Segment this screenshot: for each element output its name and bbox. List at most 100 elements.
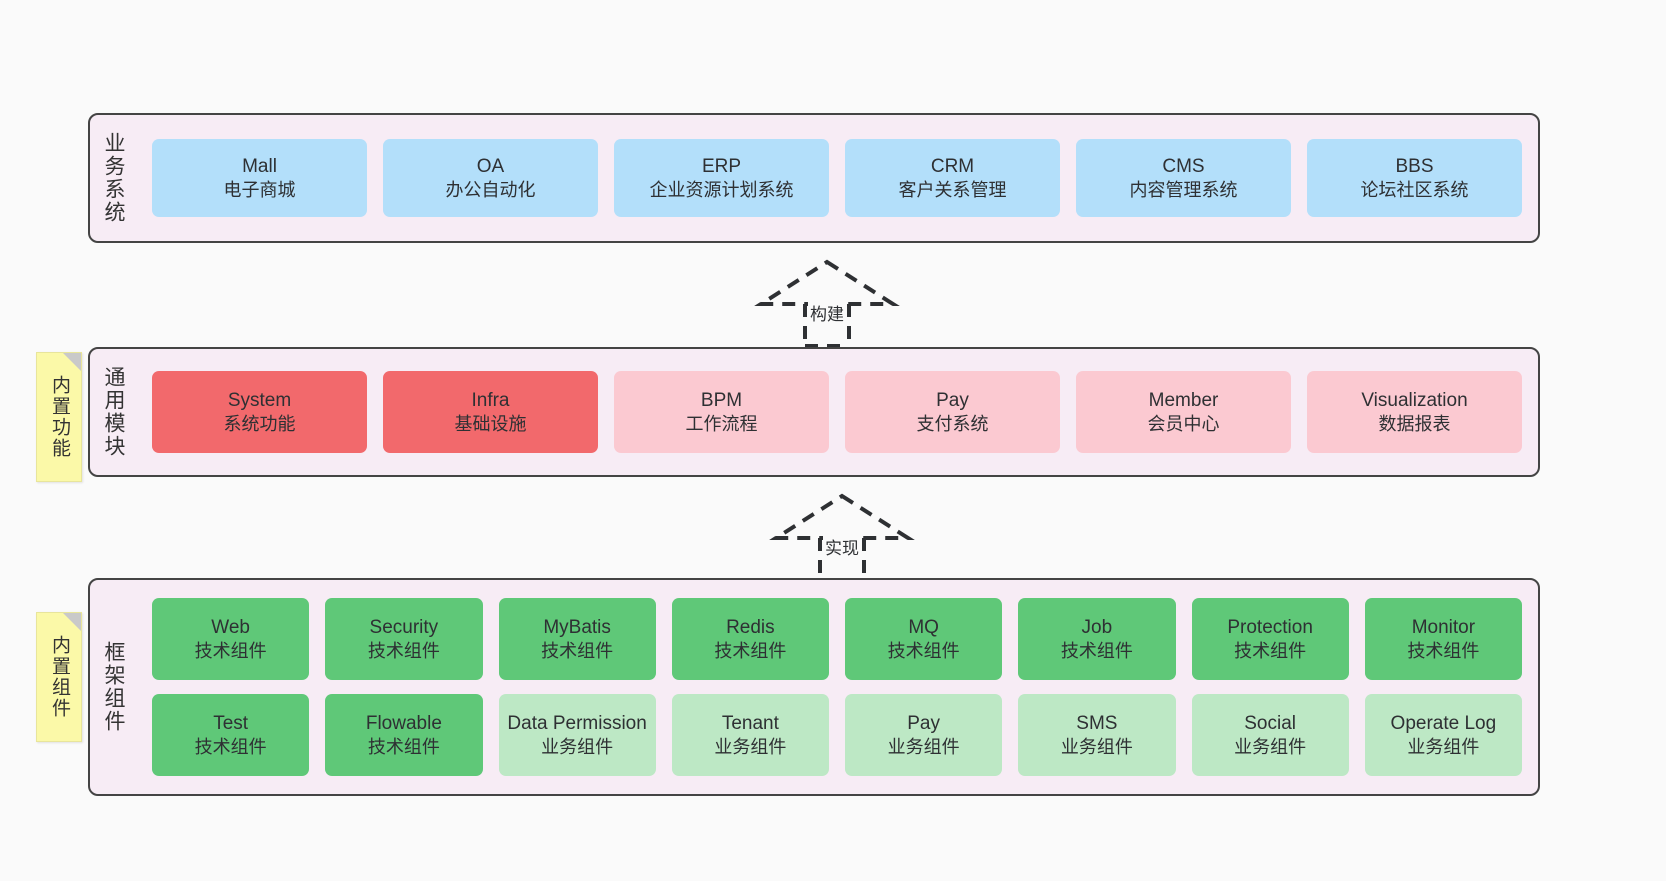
- node-title-en: Pay: [907, 712, 940, 734]
- node-title-cn: 技术组件: [887, 640, 960, 661]
- layer-title-business-system: 业务系统: [102, 132, 126, 224]
- node-protection[interactable]: Protection 技术组件: [1191, 598, 1349, 680]
- node-pay-component[interactable]: Pay 业务组件: [845, 694, 1003, 776]
- layer-body-common-module: System 系统功能 Infra 基础设施 BPM 工作流程 Pay 支付系统…: [136, 349, 1538, 475]
- node-title-en: Pay: [936, 389, 969, 411]
- node-title-cn: 业务组件: [1407, 736, 1480, 757]
- node-title-en: Flowable: [365, 712, 442, 734]
- node-title-cn: 工作流程: [685, 413, 758, 434]
- node-data-permission[interactable]: Data Permission 业务组件: [498, 694, 656, 776]
- node-title-cn: 支付系统: [916, 413, 989, 434]
- node-title-cn: 技术组件: [194, 736, 267, 757]
- node-title-en: System: [227, 389, 292, 411]
- node-title-en: Social: [1244, 712, 1296, 734]
- node-title-en: Protection: [1227, 616, 1313, 638]
- node-title-cn: 技术组件: [1234, 640, 1307, 661]
- node-social[interactable]: Social 业务组件: [1191, 694, 1349, 776]
- node-row: Web 技术组件 Security 技术组件 MyBatis 技术组件 Redi…: [152, 598, 1522, 680]
- note-builtin-component: 内置组件: [36, 612, 82, 742]
- node-mq[interactable]: MQ 技术组件: [845, 598, 1003, 680]
- node-monitor[interactable]: Monitor 技术组件: [1364, 598, 1522, 680]
- node-bpm[interactable]: BPM 工作流程: [614, 371, 829, 453]
- node-title-cn: 客户关系管理: [898, 179, 1007, 200]
- node-title-en: CMS: [1162, 155, 1205, 177]
- layer-body-framework-component: Web 技术组件 Security 技术组件 MyBatis 技术组件 Redi…: [136, 580, 1538, 794]
- node-title-en: Infra: [471, 389, 510, 411]
- node-title-cn: 业务组件: [714, 736, 787, 757]
- page-fold-icon: [63, 353, 81, 371]
- node-title-cn: 系统功能: [223, 413, 296, 434]
- connector-build: 构建: [754, 258, 900, 348]
- node-title-cn: 会员中心: [1147, 413, 1220, 434]
- node-title-en: Web: [211, 616, 250, 638]
- node-test[interactable]: Test 技术组件: [152, 694, 310, 776]
- node-title-en: Visualization: [1361, 389, 1468, 411]
- node-title-cn: 业务组件: [1234, 736, 1307, 757]
- node-title-en: Operate Log: [1390, 712, 1497, 734]
- layer-title-common-module: 通用模块: [102, 366, 126, 458]
- node-title-en: OA: [476, 155, 505, 177]
- node-web[interactable]: Web 技术组件: [152, 598, 310, 680]
- node-security[interactable]: Security 技术组件: [325, 598, 483, 680]
- node-sms[interactable]: SMS 业务组件: [1018, 694, 1176, 776]
- node-oa[interactable]: OA 办公自动化: [383, 139, 598, 217]
- node-title-en: Monitor: [1411, 616, 1476, 638]
- node-title-en: ERP: [701, 155, 742, 177]
- arrowhead-up-icon: [754, 259, 900, 306]
- node-row: Mall 电子商城 OA 办公自动化 ERP 企业资源计划系统 CRM 客户关系…: [152, 139, 1522, 217]
- node-mall[interactable]: Mall 电子商城: [152, 139, 367, 217]
- node-title-cn: 内容管理系统: [1129, 179, 1238, 200]
- connector-implement: 实现: [769, 492, 915, 582]
- node-title-cn: 技术组件: [194, 640, 267, 661]
- note-label: 内置组件: [48, 635, 70, 719]
- node-crm[interactable]: CRM 客户关系管理: [845, 139, 1060, 217]
- node-flowable[interactable]: Flowable 技术组件: [325, 694, 483, 776]
- layer-body-business-system: Mall 电子商城 OA 办公自动化 ERP 企业资源计划系统 CRM 客户关系…: [136, 115, 1538, 241]
- node-title-cn: 技术组件: [367, 736, 440, 757]
- node-visualization[interactable]: Visualization 数据报表: [1307, 371, 1522, 453]
- node-row: Test 技术组件 Flowable 技术组件 Data Permission …: [152, 694, 1522, 776]
- note-builtin-feature: 内置功能: [36, 352, 82, 482]
- node-title-cn: 技术组件: [541, 640, 614, 661]
- node-title-en: Data Permission: [507, 712, 647, 734]
- node-cms[interactable]: CMS 内容管理系统: [1076, 139, 1291, 217]
- node-title-en: Security: [369, 616, 439, 638]
- node-redis[interactable]: Redis 技术组件: [671, 598, 829, 680]
- layer-title-framework-component: 框架组件: [102, 641, 126, 733]
- node-member[interactable]: Member 会员中心: [1076, 371, 1291, 453]
- node-system[interactable]: System 系统功能: [152, 371, 367, 453]
- node-title-en: Redis: [726, 616, 775, 638]
- node-title-cn: 技术组件: [367, 640, 440, 661]
- node-row: System 系统功能 Infra 基础设施 BPM 工作流程 Pay 支付系统…: [152, 371, 1522, 453]
- node-title-cn: 技术组件: [1060, 640, 1133, 661]
- node-title-cn: 业务组件: [1060, 736, 1133, 757]
- note-label: 内置功能: [48, 375, 70, 459]
- node-pay-module[interactable]: Pay 支付系统: [845, 371, 1060, 453]
- node-operate-log[interactable]: Operate Log 业务组件: [1364, 694, 1522, 776]
- node-title-en: MyBatis: [543, 616, 611, 638]
- node-tenant[interactable]: Tenant 业务组件: [671, 694, 829, 776]
- arrowhead-up-icon: [769, 493, 915, 540]
- node-infra[interactable]: Infra 基础设施: [383, 371, 598, 453]
- node-title-en: Test: [213, 712, 249, 734]
- node-erp[interactable]: ERP 企业资源计划系统: [614, 139, 829, 217]
- node-title-en: Mall: [242, 155, 277, 177]
- node-title-cn: 论坛社区系统: [1360, 179, 1469, 200]
- connector-label-implement: 实现: [823, 534, 861, 559]
- node-title-en: CRM: [930, 155, 975, 177]
- connector-label-build: 构建: [808, 300, 846, 325]
- node-title-en: Member: [1148, 389, 1219, 411]
- node-bbs[interactable]: BBS 论坛社区系统: [1307, 139, 1522, 217]
- node-title-cn: 业务组件: [887, 736, 960, 757]
- layer-business-system: 业务系统 Mall 电子商城 OA 办公自动化 ERP 企业资源计划系统 CRM…: [88, 113, 1540, 243]
- node-title-cn: 电子商城: [223, 179, 296, 200]
- node-title-cn: 技术组件: [714, 640, 787, 661]
- layer-framework-component: 框架组件 Web 技术组件 Security 技术组件 MyBatis 技术组件…: [88, 578, 1540, 796]
- page-fold-icon: [63, 613, 81, 631]
- node-job[interactable]: Job 技术组件: [1018, 598, 1176, 680]
- node-title-cn: 基础设施: [454, 413, 527, 434]
- node-title-en: MQ: [908, 616, 939, 638]
- node-title-cn: 业务组件: [541, 736, 614, 757]
- node-mybatis[interactable]: MyBatis 技术组件: [498, 598, 656, 680]
